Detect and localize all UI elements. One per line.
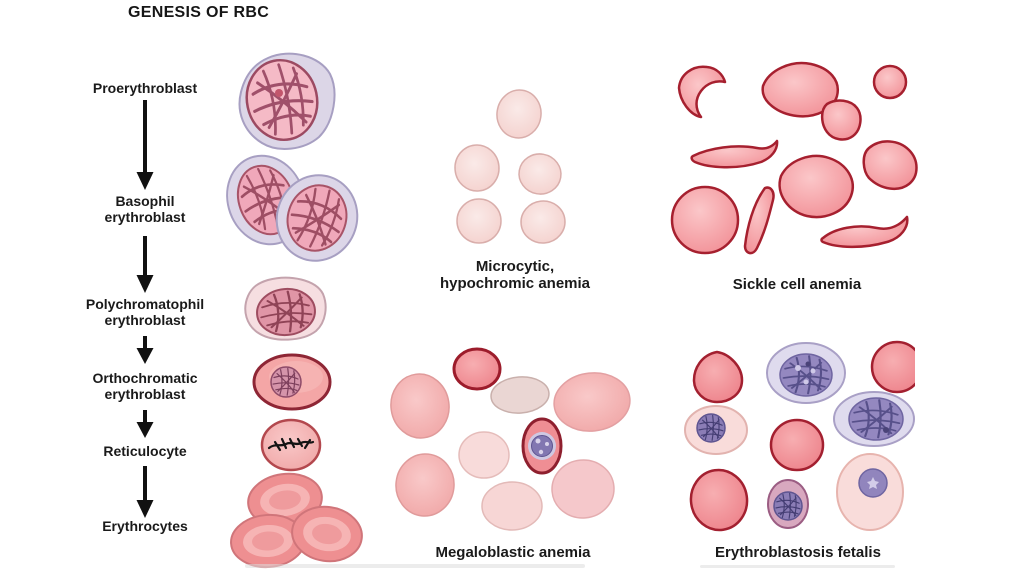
basophil-erythroblast-cells-illustration	[226, 154, 359, 262]
flow-arrow-3-icon	[136, 336, 154, 364]
microcytic-anemia-cells-illustration	[454, 89, 566, 244]
flow-arrow-1-icon	[136, 100, 154, 190]
scan-artifact	[245, 564, 585, 568]
panel-label-megaloblastic: Megaloblastic anemia	[435, 544, 591, 561]
flow-arrow-2-icon	[136, 236, 154, 293]
reticulocyte-cell-illustration	[260, 418, 322, 472]
megaloblastic-anemia-cells-illustration	[390, 347, 631, 531]
polychromatophil-erythroblast-cell-illustration	[244, 276, 327, 341]
stage-label-proerythroblast: Proerythroblast	[92, 80, 198, 96]
stage-label-basophil-erythroblast: Basophil erythroblast	[104, 193, 186, 225]
page-title: GENESIS OF RBC	[128, 4, 270, 21]
nucleated-cell	[684, 405, 748, 455]
proerythroblast-cell-illustration	[238, 52, 336, 150]
stage-label-reticulocyte: Reticulocyte	[103, 443, 187, 459]
erythroblastosis-fetalis-cells-illustration	[684, 340, 915, 532]
scan-artifact	[700, 565, 895, 568]
stage-label-erythrocytes: Erythrocytes	[102, 518, 188, 534]
nucleated-cell	[521, 417, 563, 475]
panel-label-erythroblastosis: Erythroblastosis fetalis	[715, 544, 881, 561]
panel-label-microcytic: Microcytic, hypochromic anemia	[439, 258, 591, 292]
nucleated-cell	[767, 479, 809, 529]
erythrocytes-cells-illustration	[230, 472, 363, 569]
stage-label-orthochromatic-erythroblast: Orthochromatic erythroblast	[92, 370, 198, 402]
sickle-cell-anemia-cells-illustration	[670, 61, 918, 255]
flow-arrow-4-icon	[136, 410, 154, 438]
panel-label-sickle: Sickle cell anemia	[732, 276, 862, 293]
nucleated-cell	[833, 391, 915, 447]
orthochromatic-erythroblast-cell-illustration	[252, 353, 332, 411]
nucleated-cell	[766, 342, 846, 404]
flow-arrow-5-icon	[136, 466, 154, 518]
stage-label-polychromatophil-erythroblast: Polychromatophil erythroblast	[85, 296, 205, 328]
nucleated-cell	[836, 453, 904, 531]
